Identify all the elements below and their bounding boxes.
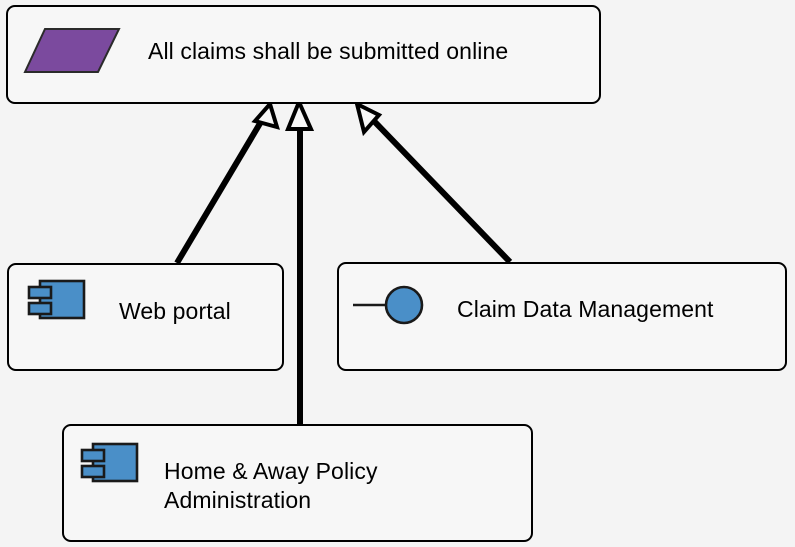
arrowhead-hollow-triangle xyxy=(354,100,383,137)
node-label-requirement: All claims shall be submitted online xyxy=(148,38,509,64)
edge-home-away-to-requirement[interactable] xyxy=(285,96,315,424)
provided-interface-lollipop-icon xyxy=(353,285,424,325)
requirement-parallelogram-icon xyxy=(23,28,121,73)
node-label-claim-data-management: Claim Data Management xyxy=(457,296,714,322)
uml-component-icon xyxy=(27,279,86,320)
node-label-home-and-away-policy-administration: Home & Away Policy Administration xyxy=(164,458,378,514)
edge-web-portal-to-requirement[interactable] xyxy=(174,99,280,265)
node-component-home-and-away-policy-administration[interactable]: Home & Away Policy Administration xyxy=(62,424,533,542)
arrowhead-hollow-triangle xyxy=(251,99,280,130)
arrowhead-hollow-triangle xyxy=(285,96,315,131)
node-interface-claim-data-management[interactable]: Claim Data Management xyxy=(337,262,787,371)
edge-claim-data-to-requirement[interactable] xyxy=(354,100,513,265)
node-component-web-portal[interactable]: Web portal xyxy=(7,263,284,371)
uml-component-icon xyxy=(80,442,139,483)
node-requirement-all-claims-shall-be-submitted-online[interactable]: All claims shall be submitted online xyxy=(6,5,601,104)
node-label-web-portal: Web portal xyxy=(119,298,231,324)
